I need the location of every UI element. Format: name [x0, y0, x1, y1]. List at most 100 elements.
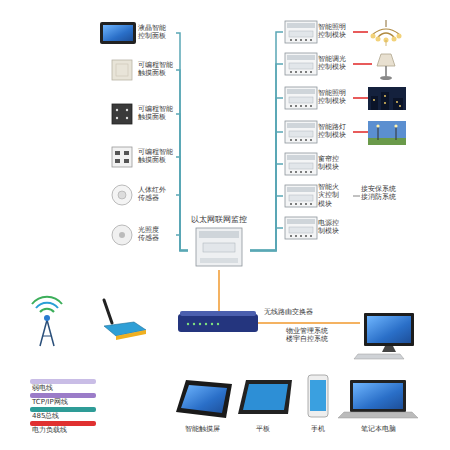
node-label: 笔记本电脑 — [340, 425, 416, 433]
lamp-shade — [377, 54, 395, 66]
bus-line — [250, 196, 283, 250]
client-device: 平板 — [234, 374, 292, 436]
node-label: 智能照明 控制模块 — [318, 89, 353, 106]
node-label: 人体红外 传感器 — [138, 186, 176, 203]
chandelier-bulb — [376, 37, 381, 42]
control-module-icon — [285, 217, 317, 239]
node-label: 智能调光 控制模块 — [318, 55, 353, 72]
lcd-panel — [100, 22, 136, 44]
control-module-icon — [285, 185, 317, 207]
node-label: 以太网联网监控 — [184, 215, 254, 225]
touch-panel: 可编程智能 触摸面板 — [98, 142, 176, 172]
router-led — [205, 323, 207, 325]
client-device: 笔记本电脑 — [340, 374, 416, 436]
bus-line — [176, 33, 188, 250]
control-module-icon — [285, 153, 317, 175]
router-led — [187, 323, 189, 325]
touch-panel-icon — [112, 60, 132, 80]
street-lamp-post — [396, 126, 397, 140]
laptop-display — [353, 383, 403, 409]
bus-line — [176, 235, 188, 250]
control-module: 智能照明 控制模块 — [283, 84, 353, 112]
lcd-control-panel: 液晶智能 控制面板 — [98, 18, 176, 48]
control-module: 窗帘控 制模块 — [283, 150, 353, 178]
network-cable — [258, 322, 360, 324]
legend-swatch — [30, 421, 96, 426]
touch-panel-key — [115, 159, 120, 163]
phone-display — [310, 380, 326, 411]
wifi-arc — [36, 303, 58, 308]
monitor-stand — [382, 346, 396, 352]
touch-panel: 可编程智能 触摸面板 — [98, 55, 176, 85]
chandelier-chain — [386, 20, 387, 27]
touch-panel-key — [116, 64, 128, 76]
bus-line — [176, 114, 188, 250]
load-line — [353, 63, 372, 65]
legend-swatch — [30, 407, 96, 412]
control-module: 智能路灯 控制模块 — [283, 118, 353, 146]
router-top — [180, 311, 256, 316]
controller-body — [196, 228, 242, 266]
node-label: 智能照明 控制模块 — [318, 23, 353, 40]
building — [393, 98, 403, 110]
building — [381, 92, 389, 110]
legend-swatch — [30, 393, 96, 398]
bus-line — [250, 64, 283, 250]
building — [371, 96, 378, 110]
tower-antenna — [44, 315, 50, 321]
window-light — [399, 105, 401, 107]
lcd-screen — [103, 25, 133, 41]
ir-sensor: 人体红外 传感器 — [98, 180, 176, 210]
controller-strip — [199, 231, 239, 238]
node-label: 可编程智能 触摸面板 — [138, 148, 176, 165]
control-module-icon — [285, 21, 317, 43]
legend-text: 电力负载线 — [32, 427, 67, 435]
router-led — [211, 323, 213, 325]
router-led — [199, 323, 201, 325]
load-line — [353, 131, 368, 133]
touch-panel-led — [116, 117, 118, 119]
chandelier-drop — [386, 40, 387, 46]
network-cable — [218, 270, 220, 311]
control-module-icon — [285, 53, 317, 75]
node-label: 窗帘控 制模块 — [318, 155, 353, 172]
bus-line — [250, 228, 283, 250]
touch-panel-icon — [112, 147, 132, 167]
node-label: 光照度 传感器 — [138, 226, 176, 243]
client-device: 手机 — [298, 374, 338, 436]
phone-body — [308, 375, 328, 417]
bus-line — [176, 195, 188, 250]
light-sensor: 光照度 传感器 — [98, 220, 176, 250]
control-module: 智能火 灾控制 模块 — [283, 182, 353, 210]
tablet-body — [238, 380, 292, 414]
street-scene — [368, 121, 406, 145]
node-label: 智能触摸屏 — [170, 425, 234, 433]
node-label: 液晶智能 控制面板 — [138, 24, 176, 41]
leader-line — [353, 196, 360, 197]
control-module: 电源控 制模块 — [283, 214, 353, 242]
ir-sensor-icon — [112, 185, 132, 205]
tower-bar — [42, 336, 52, 337]
keyboard — [354, 354, 404, 359]
control-module-icon — [285, 87, 317, 109]
bus-line — [176, 70, 188, 250]
bus-line — [250, 132, 283, 250]
monitor-screen — [367, 316, 411, 343]
chandelier-bulb — [371, 34, 376, 39]
window-light — [396, 101, 398, 103]
monitor-frame — [364, 313, 414, 346]
node-label: 智能路灯 控制模块 — [318, 123, 353, 140]
street-lamp-head — [376, 124, 379, 127]
bus-line — [176, 157, 188, 250]
touch-panel-led — [126, 117, 128, 119]
night-scene — [368, 87, 406, 110]
street-ground — [368, 138, 406, 145]
management-computer: 物业管理系统 楼宇自控系统 — [360, 312, 418, 360]
bus-line — [250, 32, 283, 250]
antenna-rod — [104, 300, 112, 323]
controller-terminals — [200, 258, 238, 263]
touch-panel-key — [115, 151, 120, 155]
street-lamp-post — [378, 126, 379, 140]
touch-panel-led — [116, 109, 118, 111]
